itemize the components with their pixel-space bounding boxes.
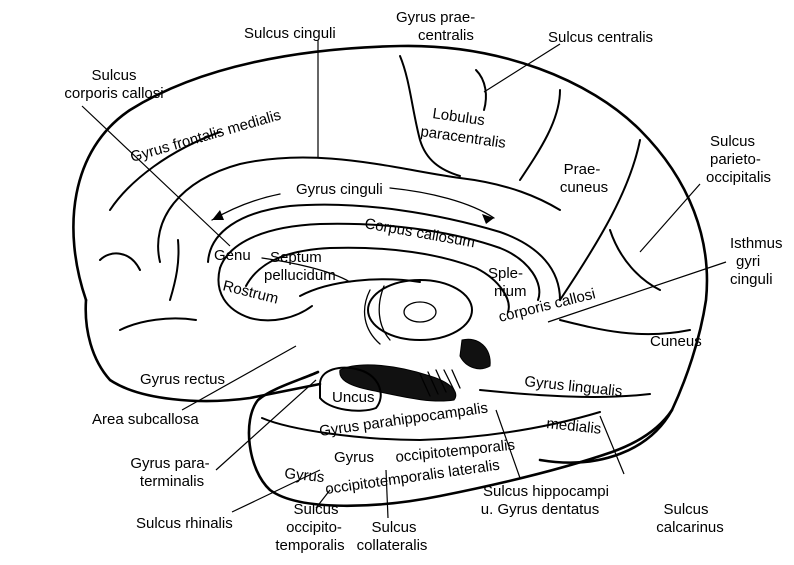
frontal-sulcus-2 (99, 252, 141, 271)
cuneus-sulcus (609, 229, 661, 291)
leader-sulcus-parieto-occipitalis (639, 183, 701, 253)
label-gyrus-rectus: Gyrus rectus (140, 371, 225, 388)
label-isthmus-2: gyri (736, 253, 760, 270)
label-sulcus-collateralis-2: collateralis (357, 537, 428, 554)
leader-sulcus-corporis-callosi (81, 105, 231, 247)
hippocampal-dark (459, 338, 491, 370)
sulcus-corporis-callosi-line (207, 203, 561, 301)
label-genu: Genu (214, 247, 251, 264)
thalamus (367, 279, 473, 341)
uncus-outline (319, 366, 382, 412)
label-gyrus-frontalis-medialis: Gyrus frontalis medialis (128, 107, 283, 166)
frontal-sulcus-3 (119, 317, 197, 331)
label-sulcus-calcarinus-2: calcarinus (656, 519, 724, 536)
label-sulcus-collateralis-1: Sulcus (371, 519, 416, 536)
label-sulcus-centralis: Sulcus centralis (548, 29, 653, 46)
label-gyrus-occ-lat-1: Gyrus (284, 465, 326, 486)
label-gyrus-praecentralis-2: centralis (418, 27, 474, 44)
label-sulcus-parieto-1: Sulcus (710, 133, 755, 150)
frontal-sulcus-4 (169, 239, 180, 301)
corpus-callosum-upper (219, 222, 541, 301)
leader-sulcus-calcarinus (599, 415, 625, 475)
label-sulcus-cinguli: Sulcus cinguli (244, 25, 336, 42)
label-sulcus-corporis-callosi-1: Sulcus (91, 67, 136, 84)
central-sulcus-mark (475, 69, 487, 111)
label-gyrus-paraterminalis-1: Gyrus para- (130, 455, 209, 472)
label-gyrus-praecentralis-1: Gyrus prae- (396, 9, 475, 26)
leader-lines (81, 40, 727, 519)
gyrus-cinguli-arrow-right (389, 187, 495, 219)
label-medialis: medialis (546, 415, 603, 438)
septum-line (261, 257, 351, 283)
calcarine-line (559, 319, 691, 336)
temporal-inner-line (261, 411, 601, 441)
label-praecuneus-2: cuneus (560, 179, 608, 196)
label-uncus: Uncus (332, 389, 375, 406)
leader-sulcus-occipitotemporalis (315, 489, 331, 509)
marginal-sulcus (519, 89, 561, 181)
thalamus-striation (363, 285, 391, 345)
label-gyrus-paraterminalis-2: terminalis (140, 473, 204, 490)
leader-sulcus-rhinalis (231, 469, 321, 513)
sulcus-cinguli-line (157, 156, 561, 263)
label-sulcus-rhinalis: Sulcus rhinalis (136, 515, 233, 532)
label-sulcus-occipitotemporalis-2: occipito- (286, 519, 342, 536)
arrowhead-left (212, 210, 224, 220)
label-isthmus-1: Isthmus (730, 235, 783, 252)
corpus-callosum-lower (245, 246, 510, 313)
label-sulcus-occipitotemporalis-3: temporalis (275, 537, 344, 554)
leader-sulcus-hippocampi (495, 409, 521, 479)
label-septum-1: Septum (270, 249, 322, 266)
label-gyrus-occipitotemporalis-1: Gyrus (334, 449, 374, 466)
label-septum-2: pellucidum (264, 267, 336, 284)
brain-drawing (72, 44, 709, 508)
label-area-subcallosa: Area subcallosa (92, 411, 199, 428)
leader-sulcus-collateralis (385, 469, 389, 519)
hemisphere-outline (72, 44, 709, 464)
paracentral-sulcus (399, 55, 461, 177)
lingual-sulcus (479, 389, 651, 398)
label-sulcus-occipitotemporalis-1: Sulcus (293, 501, 338, 518)
leader-gyrus-paraterminalis (215, 379, 317, 471)
label-splenium-1: Sple- (488, 265, 523, 282)
frontal-sulcus-1 (109, 131, 221, 211)
label-sulcus-calcarinus-1: Sulcus (663, 501, 708, 518)
label-lobulus-2: paracentralis (419, 123, 506, 152)
label-splenium-2: nium (494, 283, 527, 300)
arrowhead-right (482, 214, 494, 224)
label-praecuneus-1: Prae- (564, 161, 601, 178)
label-sulcus-corporis-callosi-2: corporis callosi (64, 85, 163, 102)
thalamus-inner (403, 301, 437, 323)
label-sulcus-hippocampi-2: u. Gyrus dentatus (481, 501, 599, 518)
rostrum-curve (217, 267, 313, 322)
label-sulcus-parieto-2: parieto- (710, 151, 761, 168)
frontal-base-outline (84, 298, 322, 403)
hatched-band (419, 369, 461, 397)
label-gyrus-cinguli: Gyrus cinguli (296, 181, 383, 198)
leader-isthmus (547, 261, 727, 323)
leader-area-subcallosa (181, 345, 297, 411)
temporal-lobe-outline (247, 370, 674, 508)
label-isthmus-3: cinguli (730, 271, 773, 288)
label-sulcus-hippocampi-1: Sulcus hippocampi (483, 483, 609, 500)
parieto-occipital-line (559, 139, 641, 301)
leader-sulcus-centralis (483, 43, 561, 93)
labels: Gyrus prae- centralis Sulcus cinguli Sul… (64, 9, 782, 554)
label-sulcus-parieto-3: occipitalis (706, 169, 771, 186)
label-cuneus: Cuneus (650, 333, 702, 350)
